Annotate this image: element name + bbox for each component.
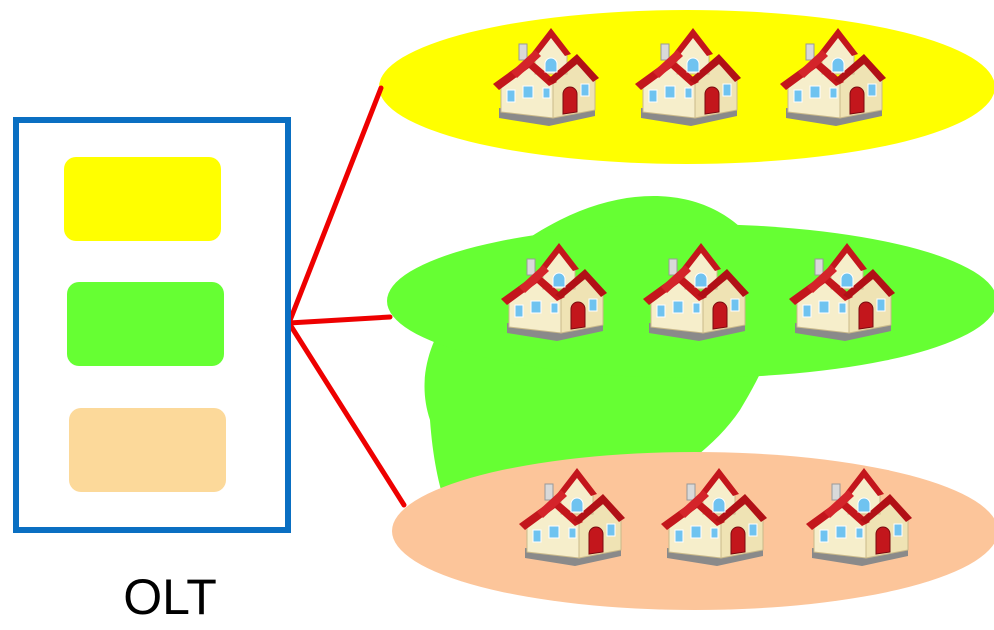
- fiber-links: [286, 85, 407, 508]
- olt-slot-green: [67, 282, 224, 366]
- olt-box: [13, 117, 291, 533]
- houses-peach: [518, 467, 913, 567]
- link-to-yellow-group: [286, 85, 384, 326]
- houses-green: [500, 242, 896, 342]
- olt-slot-yellow: [64, 157, 221, 241]
- link-to-peach-group: [286, 320, 407, 508]
- olt-slot-peach: [69, 408, 226, 492]
- houses-yellow: [492, 27, 887, 127]
- olt-label: OLT: [123, 569, 217, 625]
- link-to-green-group: [286, 314, 393, 326]
